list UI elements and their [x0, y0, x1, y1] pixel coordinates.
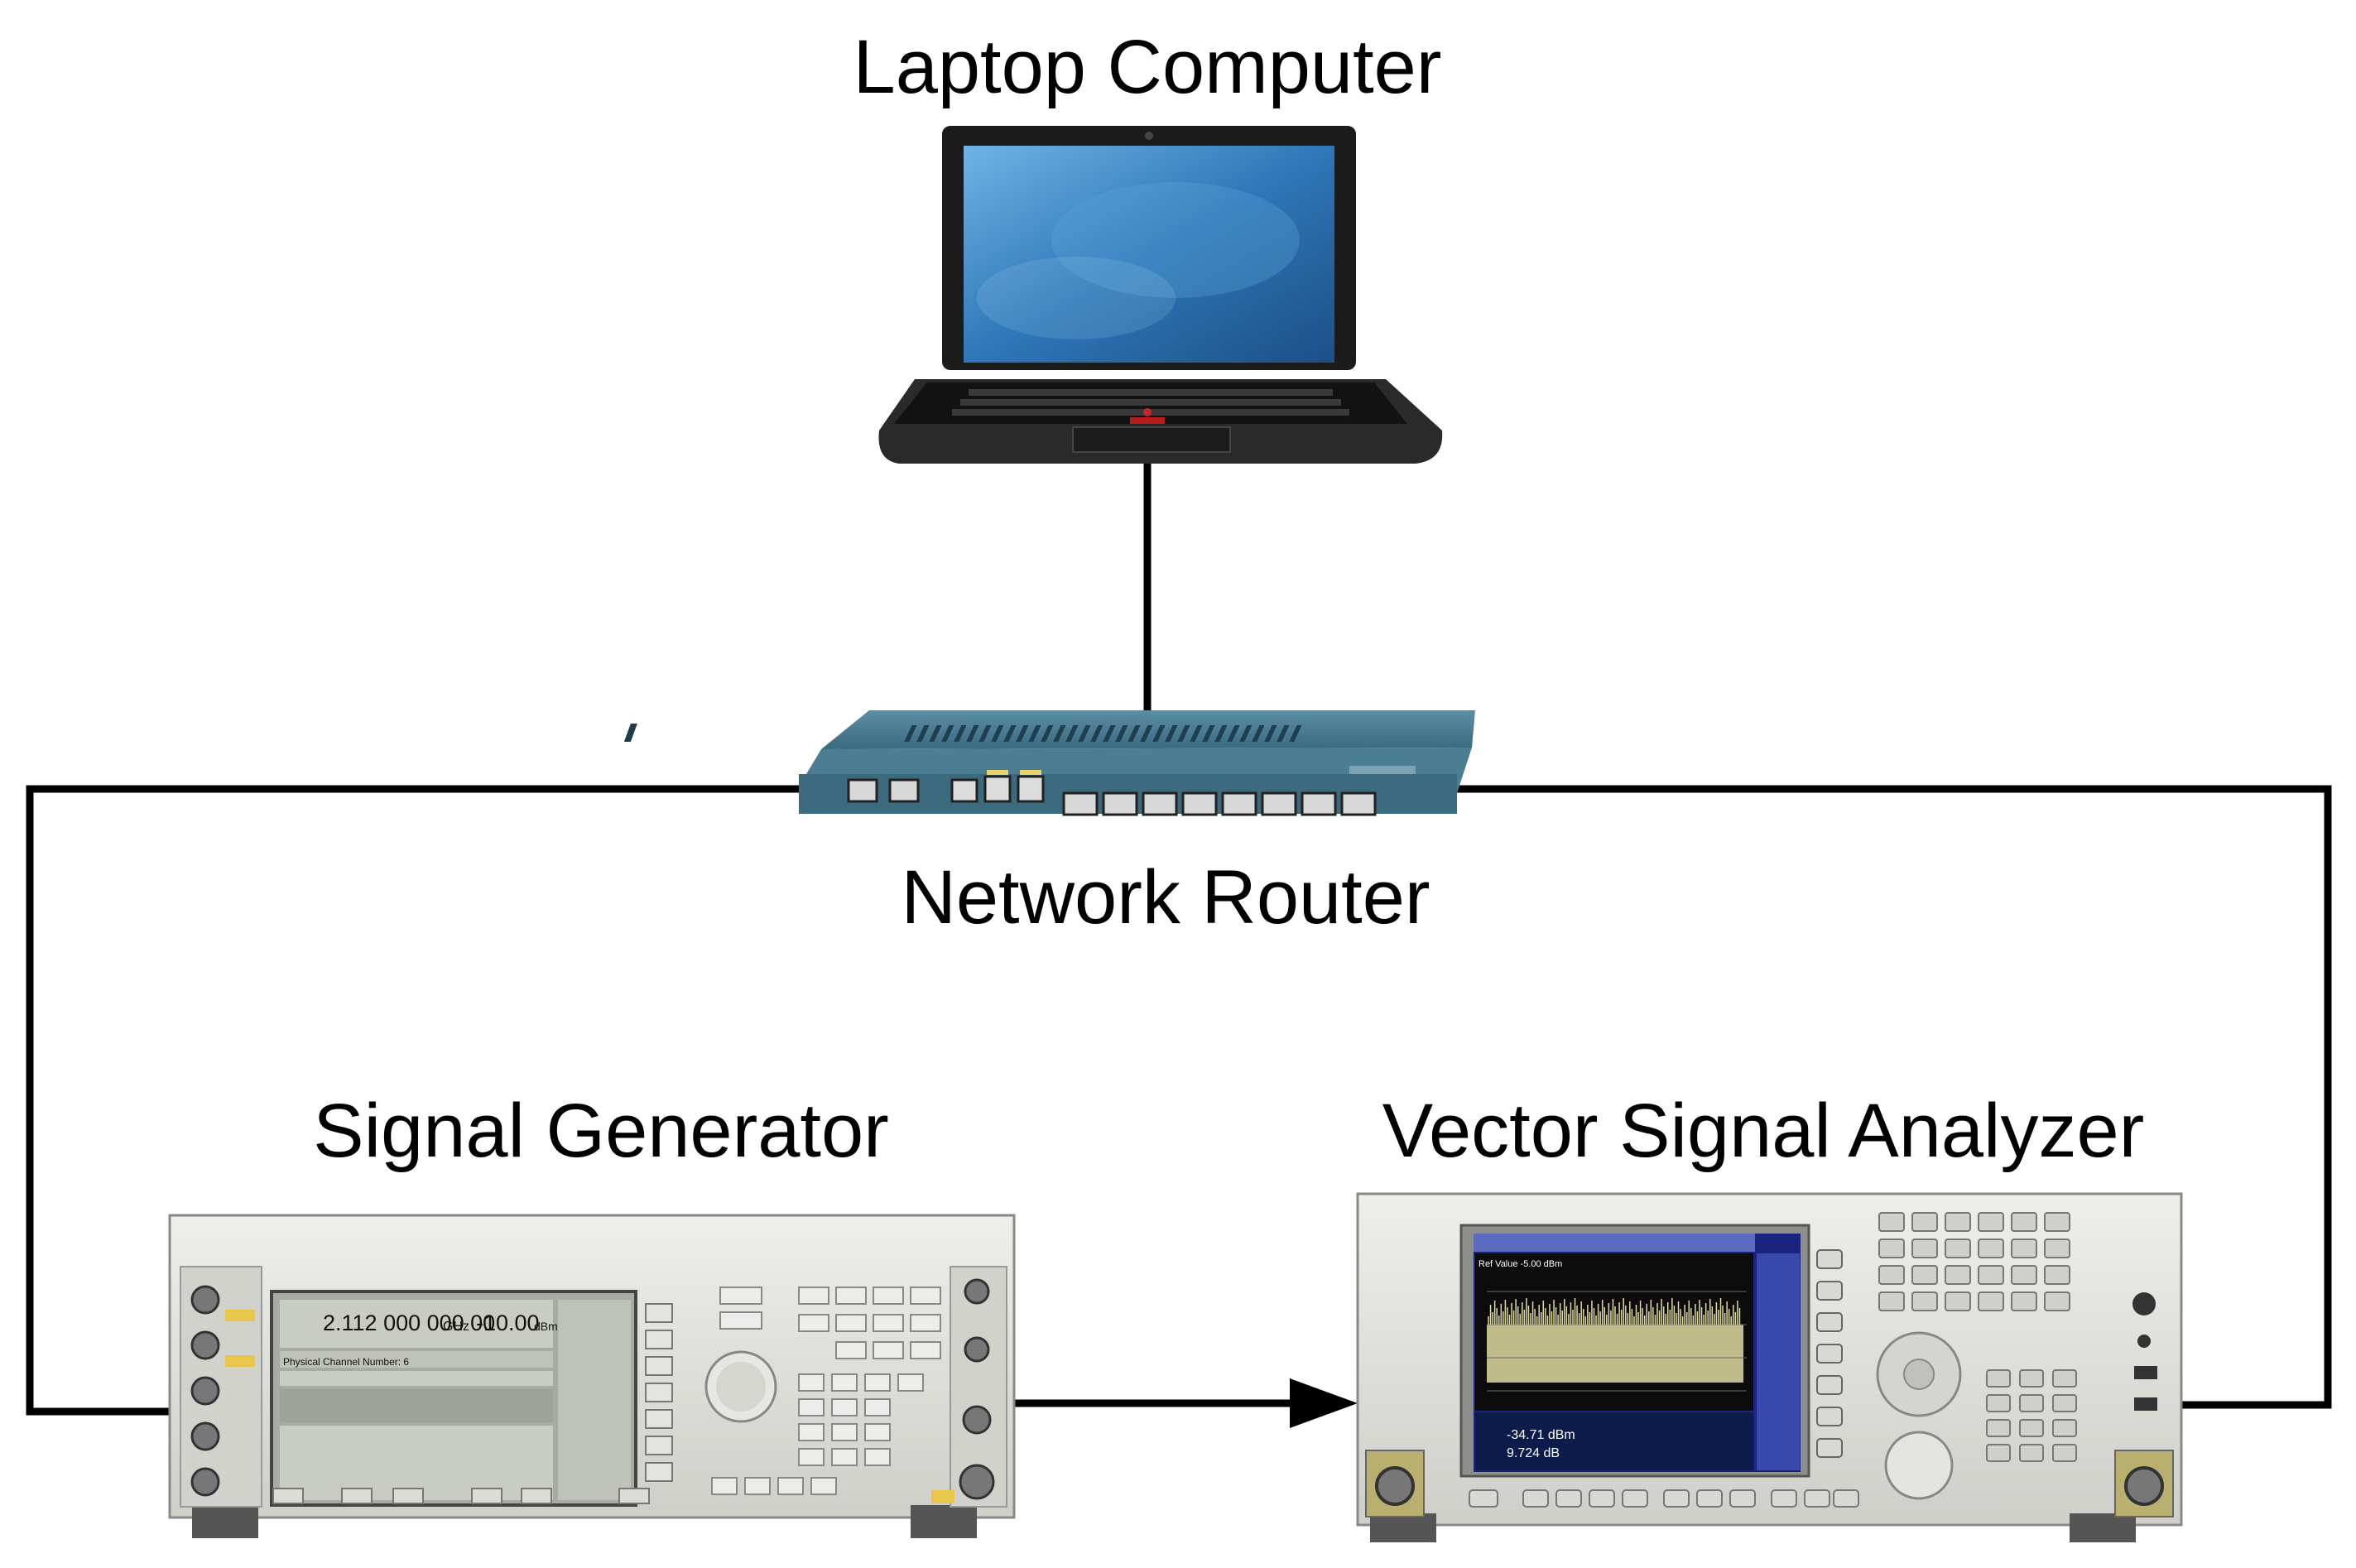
vsa-ref-value: Ref Value -5.00 dBm — [1479, 1259, 1562, 1269]
vent-slit — [1090, 725, 1103, 742]
vent-slit — [1103, 725, 1116, 742]
vsa-result-power: -34.71 dBm — [1507, 1428, 1575, 1442]
router-siggen-cable — [26, 785, 799, 1416]
router-label: Network Router — [901, 855, 1430, 940]
vent-slit — [1177, 725, 1190, 742]
vent-slit — [991, 725, 1004, 742]
vent-slit — [966, 725, 979, 742]
vsa-trace-noise — [1488, 1298, 1741, 1325]
router-image — [623, 710, 1475, 816]
vent-slit — [1115, 725, 1128, 742]
vent-slit — [1078, 725, 1091, 742]
vsa-knob — [1884, 1431, 1954, 1500]
vent-slit — [1289, 725, 1302, 742]
laptop-label: Laptop Computer — [853, 25, 1442, 109]
siggen-bnc-connectors — [190, 1285, 220, 1497]
siggen-frequency: 2.112 000 000 00 — [323, 1311, 495, 1335]
arrow-head-icon — [1290, 1378, 1358, 1428]
vent-slit — [1003, 725, 1017, 742]
router-vent-slits — [904, 725, 1302, 742]
signal-generator-label: Signal Generator — [313, 1089, 889, 1173]
vsa-image: Ref Value -5.00 dBm -34.71 dBm 9.724 dB — [1356, 1192, 2183, 1542]
vent-slit — [1277, 725, 1290, 742]
siggen-amplitude: -10.00 — [476, 1311, 540, 1335]
siggen-keypad — [711, 1287, 941, 1495]
vent-slit — [1190, 725, 1203, 742]
vent-slit — [941, 725, 954, 742]
vsa-keypad — [1878, 1212, 2077, 1462]
router-vsa-cable — [1445, 785, 2332, 1409]
vsa-result-ratio: 9.724 dB — [1507, 1446, 1560, 1460]
vent-slit — [1252, 725, 1265, 742]
vent-slit — [1165, 725, 1178, 742]
vent-slit — [1016, 725, 1029, 742]
vent-slit — [1140, 725, 1153, 742]
siggen-softkeys — [645, 1303, 673, 1482]
vent-slit — [978, 725, 992, 742]
vent-slit — [1053, 725, 1066, 742]
vent-slit — [1202, 725, 1215, 742]
vent-slit — [929, 725, 942, 742]
router-ports — [847, 770, 1377, 816]
siggen-frequency-unit: GHz — [443, 1320, 469, 1334]
siggen-amplitude-unit: dBm — [534, 1320, 558, 1333]
vent-slit — [1227, 725, 1240, 742]
siggen-physical-channel: Physical Channel Number: 6 — [283, 1356, 409, 1368]
vent-slit — [1264, 725, 1277, 742]
vent-slit — [1214, 725, 1228, 742]
vent-slit — [916, 725, 930, 742]
vent-slit — [1028, 725, 1041, 742]
connection-lines — [26, 459, 2332, 1416]
vent-slit — [954, 725, 967, 742]
vent-slit — [1128, 725, 1141, 742]
laptop-image — [878, 126, 1443, 464]
vent-slit — [1239, 725, 1253, 742]
vent-slit — [1041, 725, 1054, 742]
vent-slit — [1152, 725, 1166, 742]
vsa-trace — [1487, 1325, 1743, 1383]
vector-signal-analyzer-label: Vector Signal Analyzer — [1382, 1089, 2145, 1173]
vent-slit — [904, 725, 917, 742]
signal-generator-image: 2.112 000 000 00 GHz -10.00 dBm Physical… — [168, 1214, 1016, 1538]
vent-slit — [1065, 725, 1079, 742]
